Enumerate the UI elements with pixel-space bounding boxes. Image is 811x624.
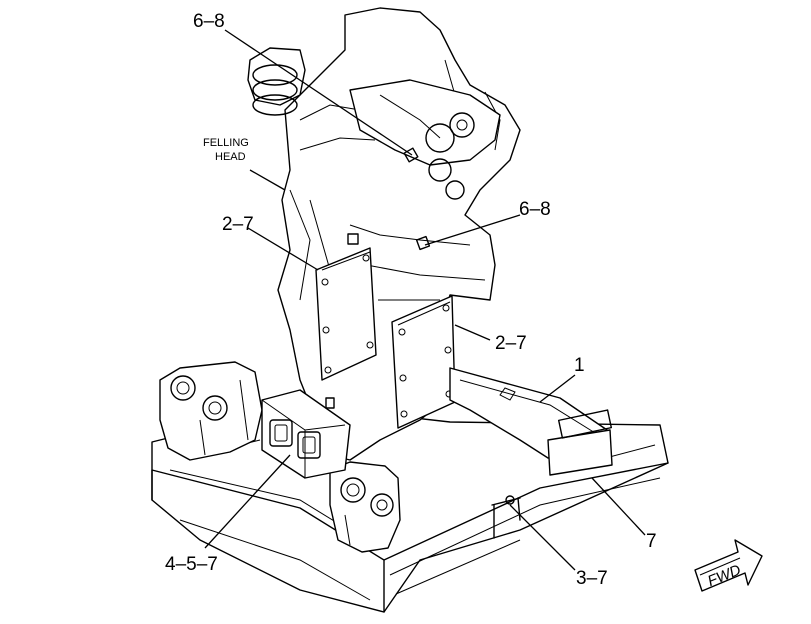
callout-1: 1 xyxy=(574,355,585,376)
callout-2-7-right: 2–7 xyxy=(495,333,527,354)
callout-7: 7 xyxy=(646,531,657,552)
forward-direction-arrow-icon: FWD xyxy=(694,539,763,592)
right-pivot-bracket xyxy=(329,461,401,553)
left-pivot-bracket xyxy=(159,361,263,461)
felling-head-label-line2: HEAD xyxy=(215,151,246,163)
callout-6-8-mid: 6–8 xyxy=(519,199,551,220)
felling-head-label-line1: FELLING xyxy=(203,137,249,149)
upper-linkage xyxy=(247,47,501,251)
callout-2-7-left: 2–7 xyxy=(222,214,254,235)
callout-4-5-7: 4–5–7 xyxy=(165,554,218,575)
leader-lines xyxy=(204,29,646,571)
callout-6-8-top: 6–8 xyxy=(193,11,225,32)
clip-bracket xyxy=(491,495,521,539)
junction-block xyxy=(261,389,351,479)
base-frame xyxy=(151,404,669,613)
callout-3-7: 3–7 xyxy=(576,568,608,589)
harness-strap xyxy=(449,367,613,476)
left-cover-plate xyxy=(315,247,377,381)
